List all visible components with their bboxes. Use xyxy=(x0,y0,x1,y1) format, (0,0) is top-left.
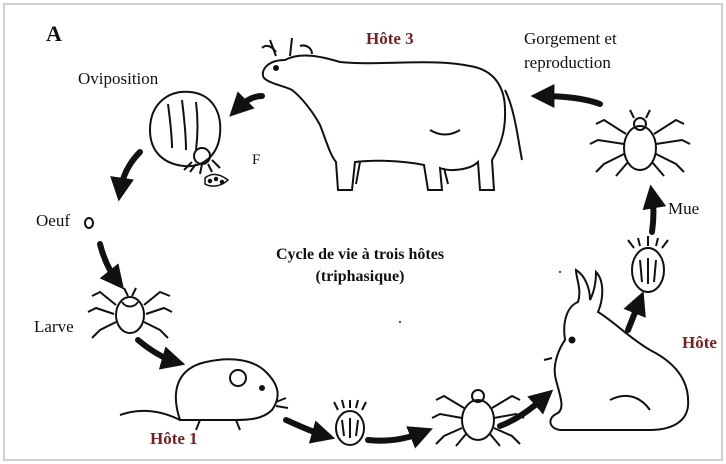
adult-tick xyxy=(590,110,690,176)
rabbit-illustration xyxy=(544,270,688,430)
nymph-tick xyxy=(432,390,524,446)
female-label: F xyxy=(252,152,260,169)
arrow-adult-to-cow xyxy=(540,96,600,104)
arrow-nymph-to-adult xyxy=(652,194,654,232)
arrow-larva-to-mouse xyxy=(138,340,176,362)
egg-shape xyxy=(85,218,93,228)
egg-label: Oeuf xyxy=(36,212,70,231)
host-3-label: Hôte 3 xyxy=(366,30,414,49)
host-1-label: Hôte 1 xyxy=(150,430,198,449)
panel-letter: A xyxy=(46,22,62,46)
cow-illustration xyxy=(262,38,522,190)
arrow-mouse-to-larva xyxy=(286,420,326,436)
feeding-label-line2: reproduction xyxy=(524,54,611,73)
diagram-title-line1: Cycle de vie à trois hôtes xyxy=(240,246,480,264)
larva-label: Larve xyxy=(34,318,74,337)
engorged-female-tick xyxy=(150,92,228,186)
host-2-label: Hôte xyxy=(682,334,722,353)
speck xyxy=(399,321,401,323)
arrow-oviposition-to-egg xyxy=(120,152,140,192)
oviposition-label: Oviposition xyxy=(78,70,158,89)
larva-tick xyxy=(88,288,172,338)
feeding-label-line1: Gorgement et xyxy=(524,30,617,49)
diagram-title-line2: (triphasique) xyxy=(240,268,480,286)
arrow-rabbit-to-nymph xyxy=(628,300,640,330)
speck xyxy=(559,271,561,273)
arrow-cow-to-oviposition xyxy=(236,96,262,110)
molt-label: Mue xyxy=(668,200,699,219)
arrow-larva-to-nymph xyxy=(368,432,424,441)
engorged-nymph xyxy=(628,236,668,292)
arrow-nymph-to-rabbit xyxy=(500,396,546,426)
arrow-egg-to-larva xyxy=(100,244,118,282)
engorged-larva xyxy=(334,400,366,445)
mouse-illustration xyxy=(120,359,288,430)
